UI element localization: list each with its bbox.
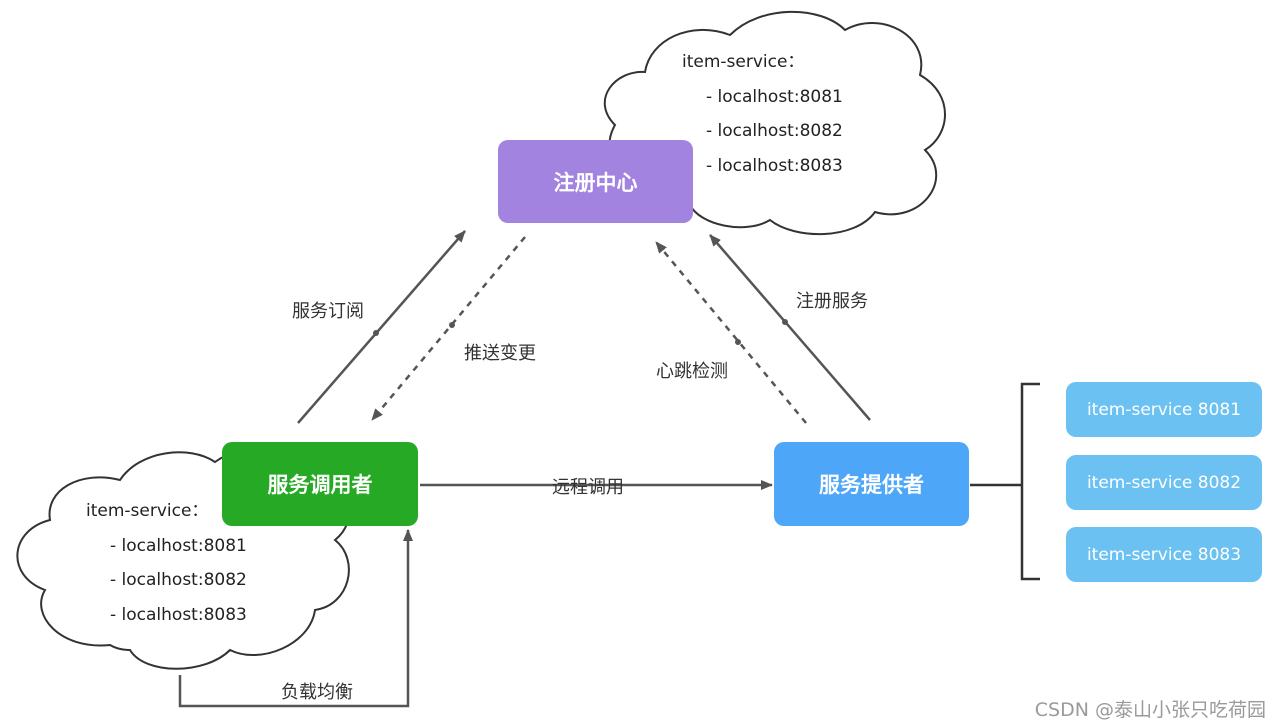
consumer-cloud-item: - localhost:8081 [110, 535, 247, 556]
instance-8082: item-service 8082 [1066, 455, 1262, 510]
instances-bracket [1020, 382, 1040, 581]
instance-8081: item-service 8081 [1066, 382, 1262, 437]
edge-label-heartbeat: 心跳检测 [656, 361, 728, 382]
edge-label-register: 注册服务 [796, 291, 868, 312]
edge-label-subscribe: 服务订阅 [292, 301, 364, 322]
edge-label-remote-call: 远程调用 [552, 477, 624, 498]
edge-label-push: 推送变更 [464, 343, 536, 364]
watermark: CSDN @泰山小张只吃荷园 [1034, 699, 1266, 721]
provider-node: 服务提供者 [774, 442, 969, 526]
consumer-cloud-item: - localhost:8082 [110, 570, 247, 590]
edge-subscribe-dot [373, 330, 379, 336]
consumer-cloud-text: item-service： - localhost:8081 - localho… [86, 494, 247, 632]
consumer-cloud-title: item-service： [86, 501, 209, 521]
registry-cloud-title: item-service： [682, 52, 805, 72]
edge-load-balance [178, 529, 413, 708]
edge-push [371, 236, 526, 421]
registry-node: 注册中心 [498, 140, 693, 223]
registry-cloud-text: item-service： - localhost:8081 - localho… [682, 45, 843, 183]
edge-heartbeat-dot [735, 339, 741, 345]
registry-cloud-item: - localhost:8083 [706, 155, 843, 176]
edge-register [709, 234, 871, 421]
consumer-cloud-item: - localhost:8083 [110, 604, 247, 625]
registry-cloud-item: - localhost:8082 [706, 121, 843, 141]
registry-cloud-item: - localhost:8081 [706, 86, 843, 107]
edge-subscribe [297, 230, 466, 424]
edge-push-dot [449, 322, 455, 328]
consumer-node: 服务调用者 [222, 442, 418, 526]
edge-label-load-balance: 负载均衡 [281, 682, 353, 703]
instance-8083: item-service 8083 [1066, 527, 1262, 582]
edge-heartbeat [655, 241, 807, 424]
edge-register-dot [782, 319, 788, 325]
